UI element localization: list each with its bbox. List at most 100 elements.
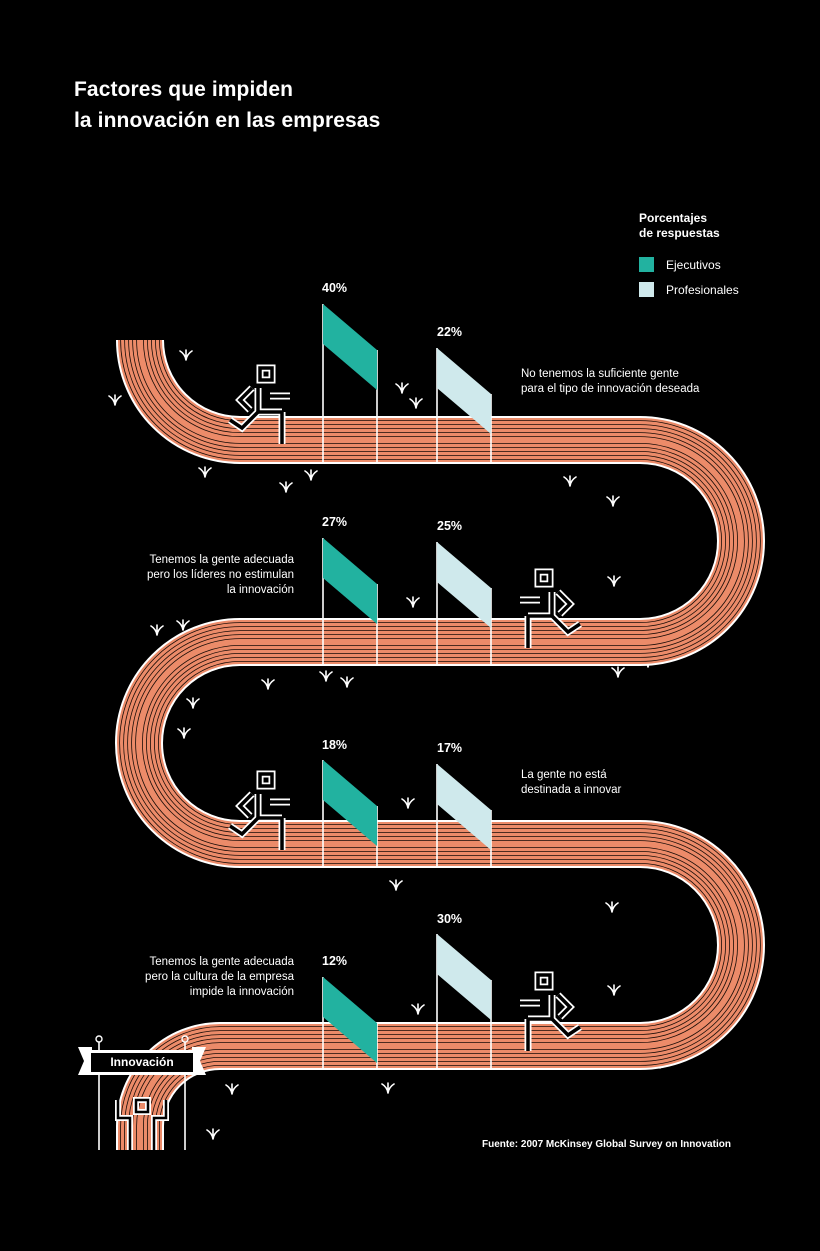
factor-1-line-1: No tenemos la suficiente gente bbox=[521, 368, 679, 380]
grass-sprout-9 bbox=[606, 495, 620, 507]
lane-fill-5 bbox=[136, 339, 744, 1150]
pct-ejecutivos-2: 27% bbox=[322, 515, 348, 529]
runner-2-inner-3 bbox=[556, 590, 573, 616]
running-track bbox=[115, 339, 765, 1150]
flag-profesionales-pennant-4 bbox=[437, 934, 491, 1020]
runner-2-inner-1 bbox=[536, 570, 552, 586]
runner-3-inner-3 bbox=[237, 792, 254, 818]
winner-inner-1 bbox=[134, 1098, 150, 1114]
flag-profesionales-2 bbox=[436, 542, 492, 665]
runner-1-part-2 bbox=[254, 388, 282, 416]
title-line-2: la innovación en las empresas bbox=[74, 109, 381, 132]
flag-ejecutivos-pennant-2 bbox=[323, 538, 377, 624]
factor-4-line-1: Tenemos la gente adecuada bbox=[149, 956, 295, 968]
runner-2-inner-6 bbox=[550, 614, 581, 635]
runner-2-part-2 bbox=[528, 592, 556, 620]
flag-profesionales-1 bbox=[436, 348, 492, 463]
source-note: Fuente: 2007 McKinsey Global Survey on I… bbox=[482, 1139, 731, 1150]
pct-profesionales-1: 22% bbox=[437, 325, 463, 339]
runner-1-inner-1 bbox=[258, 366, 274, 382]
hurdle-flags bbox=[322, 304, 492, 1069]
runner-4-part-2 bbox=[528, 995, 556, 1023]
runner-4 bbox=[520, 971, 582, 1051]
runner-3-part-1 bbox=[256, 770, 276, 790]
runner-2 bbox=[520, 568, 582, 648]
legend-label-ejecutivos: Ejecutivos bbox=[666, 257, 721, 272]
grass-sprout-7 bbox=[304, 469, 318, 481]
runner-1-inner-2 bbox=[256, 388, 282, 414]
grass-sprout-6 bbox=[279, 481, 293, 493]
factor-3-description: La gente no está destinada a innovar bbox=[521, 768, 621, 798]
runner-3-inner-1 bbox=[258, 772, 274, 788]
grass-sprouts bbox=[108, 349, 693, 1140]
runner-1-inner-6 bbox=[229, 410, 260, 431]
runner-4-inner-2 bbox=[528, 995, 554, 1021]
legend-title: Porcentajes de respuestas bbox=[639, 211, 720, 241]
factor-2-line-1: Tenemos la gente adecuada bbox=[149, 554, 295, 566]
legend-label-profesionales: Profesionales bbox=[666, 282, 739, 297]
factor-4-description: Tenemos la gente adecuada pero la cultur… bbox=[145, 955, 294, 1000]
grass-sprout-27 bbox=[607, 984, 621, 996]
factor-4-line-2: pero la cultura de la empresa bbox=[145, 971, 294, 983]
grass-sprout-17 bbox=[319, 670, 333, 682]
flag-profesionales-pennant-1 bbox=[437, 348, 491, 434]
legend-item-profesionales: Profesionales bbox=[639, 282, 739, 297]
grass-sprout-1 bbox=[179, 349, 193, 361]
factor-3-line-1: La gente no está bbox=[521, 769, 607, 781]
pct-profesionales-3: 17% bbox=[437, 741, 463, 755]
flag-ejecutivos-pennant-1 bbox=[323, 304, 377, 390]
pct-profesionales-4: 30% bbox=[437, 912, 463, 926]
grass-sprout-4 bbox=[409, 397, 423, 409]
runner-1-part-1 bbox=[256, 364, 276, 384]
legend-swatch-profesionales bbox=[639, 282, 654, 297]
factor-2-description: Tenemos la gente adecuada pero los líder… bbox=[147, 553, 294, 598]
grass-sprout-16 bbox=[261, 678, 275, 690]
runner-4-inner-1 bbox=[536, 973, 552, 989]
title-line-1: Factores que impiden bbox=[74, 78, 294, 101]
factor-4-line-3: impide la innovación bbox=[189, 986, 294, 998]
grass-sprout-8 bbox=[563, 475, 577, 487]
factor-2-line-2: pero los líderes no estimulan bbox=[146, 569, 294, 581]
grass-sprout-18 bbox=[340, 676, 354, 688]
winner-inner-3 bbox=[152, 1100, 168, 1150]
runner-4-part-1 bbox=[534, 971, 554, 991]
flag-ejecutivos-1 bbox=[322, 304, 378, 463]
runner-2-part-1 bbox=[534, 568, 554, 588]
pct-profesionales-2: 25% bbox=[437, 519, 463, 533]
flag-ejecutivos-4 bbox=[322, 977, 378, 1069]
finish-post-cap-right bbox=[181, 1035, 189, 1043]
runner-4-inner-3 bbox=[556, 993, 573, 1019]
flag-ejecutivos-pennant-4 bbox=[323, 977, 377, 1063]
runner-2-inner-2 bbox=[528, 592, 554, 618]
runner-3-inner-2 bbox=[256, 794, 282, 820]
legend-item-ejecutivos: Ejecutivos bbox=[639, 257, 721, 272]
flag-ejecutivos-pennant-3 bbox=[323, 760, 377, 846]
flag-profesionales-3 bbox=[436, 764, 492, 867]
grass-sprout-15 bbox=[176, 619, 190, 631]
legend-swatch-ejecutivos bbox=[639, 257, 654, 272]
runner-3-part-2 bbox=[254, 794, 282, 822]
flag-profesionales-pennant-3 bbox=[437, 764, 491, 850]
grass-sprout-2 bbox=[108, 394, 122, 406]
runner-3-inner-6 bbox=[229, 816, 260, 837]
grass-sprout-19 bbox=[611, 666, 625, 678]
grass-sprout-23 bbox=[401, 797, 415, 809]
winner-inner-2 bbox=[116, 1100, 132, 1150]
flag-profesionales-4 bbox=[436, 934, 492, 1069]
pct-ejecutivos-1: 40% bbox=[322, 281, 348, 295]
grass-sprout-21 bbox=[186, 697, 200, 709]
legend-title-line-1: Porcentajes bbox=[639, 211, 708, 225]
flag-ejecutivos-2 bbox=[322, 538, 378, 665]
grass-sprout-25 bbox=[389, 879, 403, 891]
page-title: Factores que impiden la innovación en la… bbox=[74, 74, 380, 136]
flag-profesionales-pennant-2 bbox=[437, 542, 491, 628]
runner-4-inner-6 bbox=[550, 1017, 581, 1038]
legend-title-line-2: de respuestas bbox=[639, 226, 720, 240]
finish-gate bbox=[78, 1035, 206, 1150]
grass-sprout-22 bbox=[177, 727, 191, 739]
grass-sprout-14 bbox=[150, 624, 164, 636]
runner-figures bbox=[228, 364, 582, 1051]
pct-ejecutivos-4: 12% bbox=[322, 954, 348, 968]
finish-post-cap-left bbox=[95, 1035, 103, 1043]
